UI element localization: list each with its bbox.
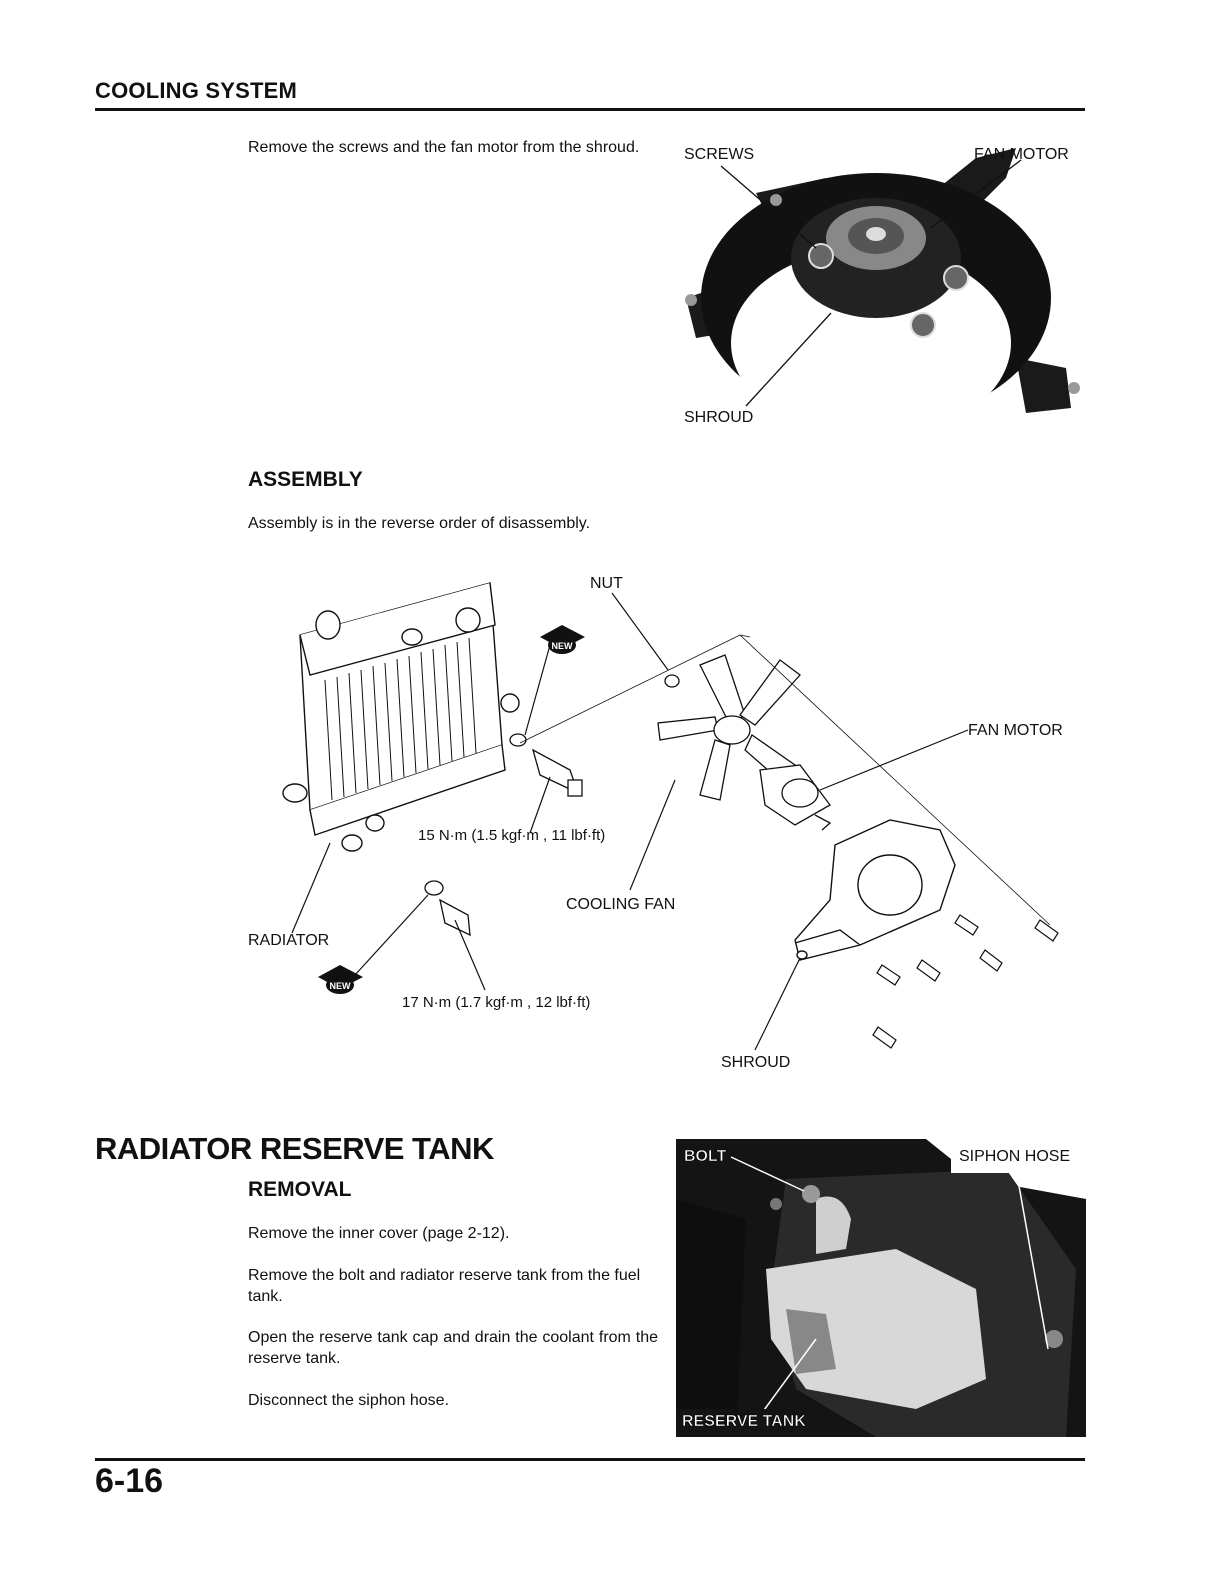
assembly-shroud-label: SHROUD xyxy=(721,1054,791,1071)
reserve-tank-photo: BOLT SIPHON HOSE RESERVE TANK xyxy=(676,1139,1086,1437)
torque-upper-label: 15 N·m (1.5 kgf·m , 11 lbf·ft) xyxy=(418,827,606,844)
reserve-tank-label: RESERVE TANK xyxy=(682,1413,806,1431)
removal-step-1: Remove the inner cover (page 2-12). xyxy=(248,1225,510,1242)
removal-heading: REMOVAL xyxy=(248,1178,352,1201)
new-badge-icon: NEW xyxy=(318,965,363,994)
removal-step-4: Disconnect the siphon hose. xyxy=(248,1392,450,1409)
assembly-exploded-diagram: NEW NEW xyxy=(240,565,1090,1080)
removal-step-2: Remove the bolt and radiator reserve tan… xyxy=(248,1267,641,1305)
reserve-tank-heading: RADIATOR RESERVE TANK xyxy=(95,1131,494,1166)
assembly-diagram-illustration: NEW NEW xyxy=(282,582,1059,1051)
fan-motor-label: FAN MOTOR xyxy=(974,146,1069,163)
header-rule xyxy=(95,108,1085,111)
nut-label: NUT xyxy=(590,575,623,592)
section-title: COOLING SYSTEM xyxy=(95,78,298,103)
radiator-label: RADIATOR xyxy=(248,932,330,949)
fan-motor-photo: SCREWS FAN MOTOR SHROUD xyxy=(676,138,1086,438)
screws-label: SCREWS xyxy=(684,146,755,163)
shroud-label: SHROUD xyxy=(684,409,754,427)
svg-text:NEW: NEW xyxy=(552,641,574,651)
assembly-fan-motor-label: FAN MOTOR xyxy=(968,722,1063,739)
assembly-text: Assembly is in the reverse order of disa… xyxy=(248,515,591,532)
fan-motor-photo-illustration xyxy=(685,148,1080,438)
assembly-heading: ASSEMBLY xyxy=(248,468,363,491)
removal-step-3: Open the reserve tank cap and drain the … xyxy=(248,1329,658,1367)
torque-lower-label: 17 N·m (1.7 kgf·m , 12 lbf·ft) xyxy=(402,994,591,1011)
bolt-label: BOLT xyxy=(684,1148,727,1166)
page-number: 6-16 xyxy=(95,1462,164,1500)
cooling-fan-label: COOLING FAN xyxy=(566,896,676,913)
fan-motor-removal-text: Remove the screws and the fan motor from… xyxy=(248,139,640,156)
svg-text:NEW: NEW xyxy=(330,981,352,991)
reserve-tank-photo-illustration xyxy=(676,1139,1086,1437)
footer-rule xyxy=(95,1458,1085,1461)
radiator-drawing xyxy=(282,582,520,852)
new-badge-icon: NEW xyxy=(540,625,585,654)
siphon-hose-label: SIPHON HOSE xyxy=(959,1148,1071,1165)
